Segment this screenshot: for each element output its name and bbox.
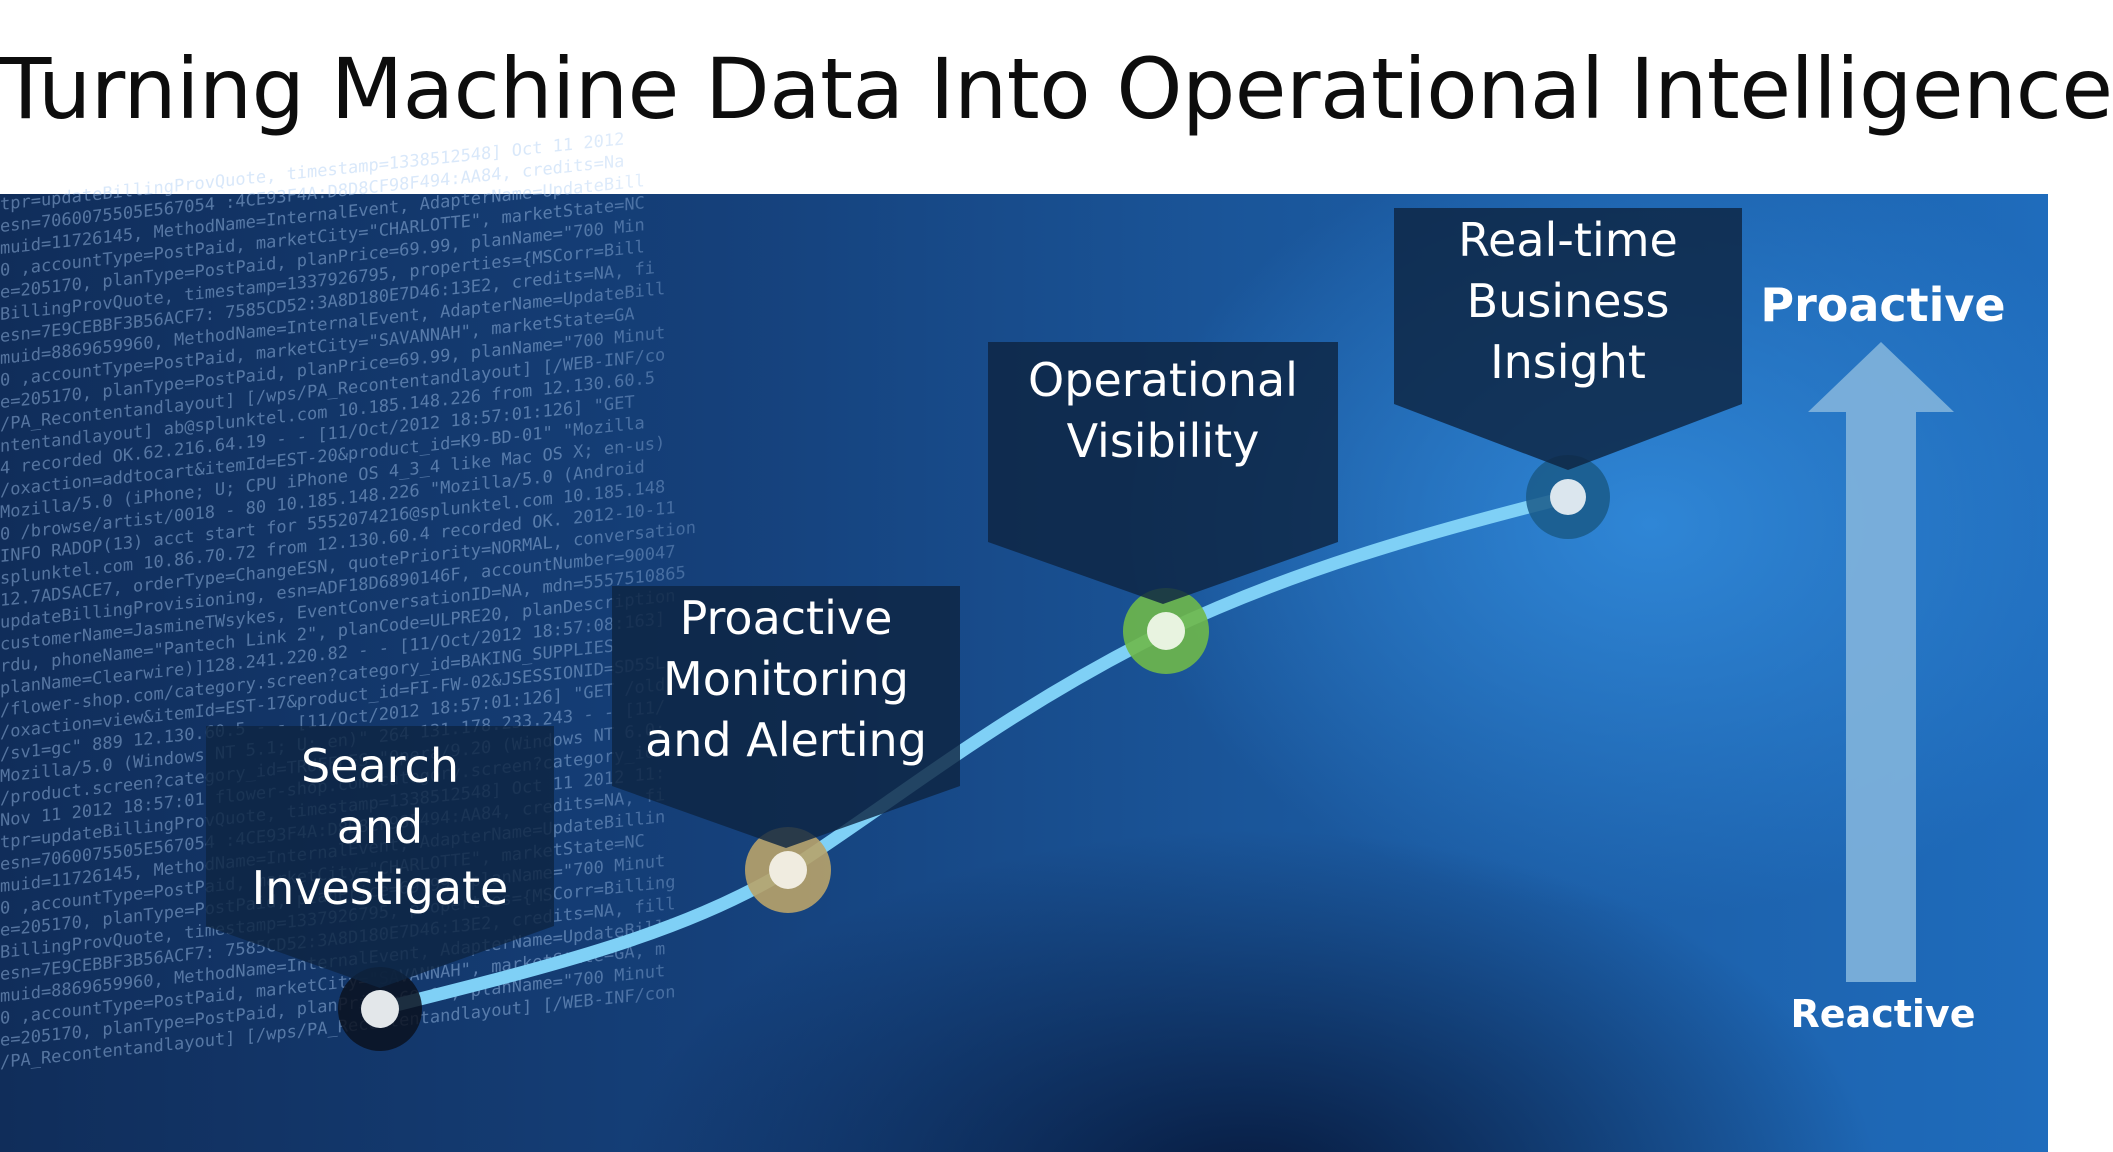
tag-background [612, 586, 960, 848]
stage-tag-label: Operational Visibility [988, 350, 1338, 472]
tag-line: Operational [1028, 353, 1298, 407]
stage-marker-operational-visibility [1123, 588, 1209, 674]
stage-tag-proactive-monitoring: Proactive Monitoring and Alerting [612, 586, 960, 848]
axis-label-proactive: Proactive [1760, 278, 2006, 332]
stage-marker-search [338, 967, 422, 1051]
stage-marker-real-time-insight [1526, 455, 1610, 539]
tag-line: Insight [1490, 335, 1646, 389]
tag-background [1394, 208, 1742, 470]
tag-line: Monitoring [663, 652, 909, 706]
tag-background [988, 342, 1338, 604]
stage-tag-search-and-investigate: Search and Investigate [206, 726, 554, 988]
stage-tag-operational-visibility: Operational Visibility [988, 342, 1338, 604]
stage-tag-real-time-business-insight: Real-time Business Insight [1394, 208, 1742, 470]
stage-marker-proactive-monitoring [745, 827, 831, 913]
tag-line: Search [300, 739, 460, 793]
slide-title: Turning Machine Data Into Operational In… [0, 40, 2113, 138]
tag-background [206, 726, 554, 988]
tag-line: Investigate [251, 861, 509, 915]
tag-line: Visibility [1066, 414, 1260, 468]
tag-line: Real-time [1458, 213, 1678, 267]
tag-line: and Alerting [645, 713, 927, 767]
up-arrow-icon [1808, 342, 1954, 982]
axis-label-reactive: Reactive [1790, 992, 1976, 1036]
stage-tag-label: Proactive Monitoring and Alerting [612, 588, 960, 771]
tag-line: and [336, 800, 424, 854]
progress-curve-line [373, 490, 1575, 1016]
diagram-canvas: tpr=updateBillingProvQuote, timestamp=13… [0, 129, 2048, 1152]
tag-line: Business [1466, 274, 1670, 328]
stage-tag-label: Search and Investigate [206, 736, 554, 919]
tag-line: Proactive [679, 591, 893, 645]
stage-tag-label: Real-time Business Insight [1394, 210, 1742, 393]
